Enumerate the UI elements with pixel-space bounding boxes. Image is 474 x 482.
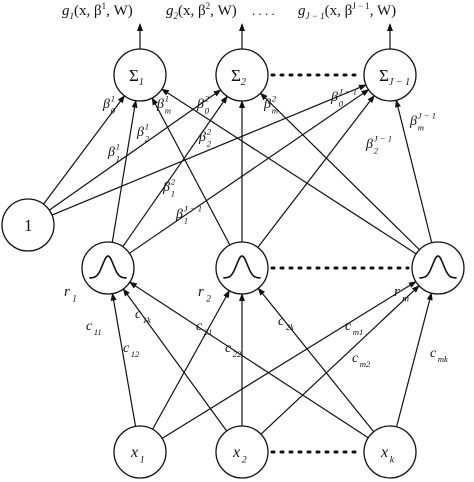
weight-label: cmk [430, 346, 448, 364]
gaussian-icon [223, 255, 261, 279]
edge-input-3-to-hidden-2 [257, 287, 375, 433]
edge-hidden-1-to-sum-3 [129, 89, 370, 254]
edge-input-1-to-hidden-3 [161, 281, 417, 439]
sum-node-label: ΣJ − 1 [379, 66, 410, 88]
edge-input-1-to-hidden-2 [152, 289, 230, 430]
edge-input-1-to-hidden-1 [110, 292, 137, 427]
output-label: g1(x, β1, W) [62, 1, 133, 21]
edge-hidden-2-to-sum-3 [257, 94, 375, 248]
gaussian-icon [89, 255, 127, 279]
edge-hidden-3-to-sum-3 [395, 99, 433, 243]
edge-bias-to-sum-1 [43, 95, 126, 205]
edge-input-2-to-hidden-3 [260, 285, 420, 435]
output-ellipsis: . . . . [252, 3, 275, 18]
output-label: gJ − 1(x, βJ − 1, W) [298, 1, 396, 21]
sum-node-3 [363, 48, 417, 102]
weight-label: c2k [278, 314, 294, 332]
edge-input-3-to-hidden-1 [128, 281, 369, 439]
input-node-3 [363, 425, 417, 479]
weight-label: c1k [135, 307, 151, 325]
edge-input-3-to-hidden-3 [395, 292, 433, 427]
edge-hidden-3-to-sum-2 [259, 92, 420, 251]
sum-node-label: Σ2 [231, 66, 246, 88]
sum-node-2 [215, 48, 269, 102]
edge-input-2-to-hidden-1 [122, 288, 228, 432]
edge-hidden-3-to-sum-1 [160, 88, 417, 255]
edge-hidden-1-to-sum-2 [122, 95, 228, 247]
ellipsis-dots [270, 73, 410, 454]
input-node-2 [215, 425, 269, 479]
sum-node-1 [113, 48, 167, 102]
input-node-1 [113, 425, 167, 479]
output-labels: g1(x, β1, W) g2(x, β2, W) . . . . gJ − 1(x,… [62, 1, 396, 21]
hidden-node-3 [411, 241, 465, 295]
weight-label: cm1 [345, 319, 363, 337]
weight-label: c12 [123, 341, 140, 359]
weight-label: c22 [225, 341, 242, 359]
edge-hidden-2-to-sum-1 [151, 97, 231, 246]
edge-bias-to-sum-2 [48, 89, 222, 211]
bias-node [1, 198, 55, 252]
hidden-node-1 [81, 241, 135, 295]
weight-label: c11 [86, 319, 102, 337]
edge-bias-to-sum-3 [51, 84, 367, 216]
edge-hidden-1-to-sum-1 [111, 99, 138, 243]
weight-label: cm2 [352, 351, 371, 369]
hidden-node-2 [215, 241, 269, 295]
sum-node-label: Σ1 [129, 66, 144, 88]
bias-node-label: 1 [24, 216, 33, 235]
output-label: g2(x, β2, W) [166, 1, 237, 21]
weight-label: c21 [196, 319, 212, 337]
edges [43, 23, 433, 439]
gaussian-icon [419, 255, 457, 279]
